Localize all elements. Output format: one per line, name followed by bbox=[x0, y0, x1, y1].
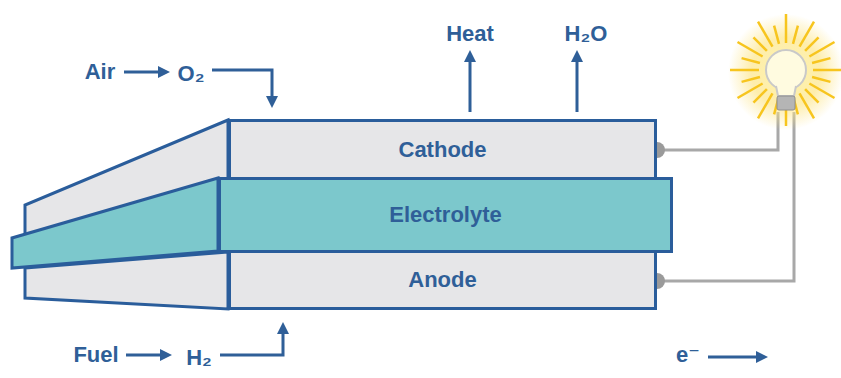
air-arrow bbox=[124, 71, 164, 74]
bulb-ray bbox=[742, 58, 760, 63]
layer-name: Cathode bbox=[399, 137, 487, 163]
output-label: H₂O bbox=[565, 23, 608, 45]
bulb-ray bbox=[738, 84, 763, 99]
bulb-ray bbox=[793, 26, 798, 44]
wire bbox=[663, 112, 794, 281]
electrolyte-side bbox=[12, 178, 218, 268]
bulb-ray bbox=[805, 89, 818, 102]
bulb-ray bbox=[730, 69, 759, 72]
anode-band: Anode bbox=[228, 250, 657, 310]
bulb-ray bbox=[753, 89, 766, 102]
bulb-ray bbox=[812, 58, 830, 63]
bulb-glass bbox=[766, 50, 806, 90]
input-label: Air bbox=[85, 61, 116, 83]
gas-label: O₂ bbox=[178, 63, 205, 85]
bulb-base bbox=[777, 96, 795, 110]
bulb-ray bbox=[785, 14, 788, 43]
electrolyte-band: Electrolyte bbox=[218, 177, 673, 253]
layer-name: Electrolyte bbox=[389, 202, 502, 228]
layer-name: Anode bbox=[408, 267, 476, 293]
bulb-rays bbox=[730, 14, 841, 126]
bulb-glow bbox=[728, 14, 841, 130]
bulb-ray bbox=[809, 42, 834, 57]
fuel-arrow bbox=[126, 354, 166, 357]
electron-label: e⁻ bbox=[676, 344, 700, 366]
output-label: Heat bbox=[446, 23, 494, 45]
cathode-band: Cathode bbox=[228, 119, 657, 180]
bulb-ray bbox=[805, 37, 818, 50]
bulb-ray bbox=[758, 22, 773, 47]
water-arrow bbox=[576, 56, 579, 112]
bulb-ray bbox=[742, 77, 760, 82]
oxygen-arrow bbox=[212, 70, 272, 102]
bulb-ray bbox=[800, 93, 815, 118]
input-label: Fuel bbox=[73, 344, 118, 366]
bulb-ray bbox=[813, 69, 841, 72]
electron-arrow bbox=[708, 356, 762, 359]
heat-arrow bbox=[469, 56, 472, 112]
bulb-ray bbox=[753, 37, 766, 50]
bulb-ray bbox=[812, 77, 830, 82]
bulb-ray bbox=[774, 26, 779, 44]
arrows bbox=[124, 56, 762, 357]
gas-label: H₂ bbox=[186, 347, 212, 369]
bulb-neck bbox=[776, 86, 796, 96]
hydrogen-arrow bbox=[220, 328, 283, 355]
